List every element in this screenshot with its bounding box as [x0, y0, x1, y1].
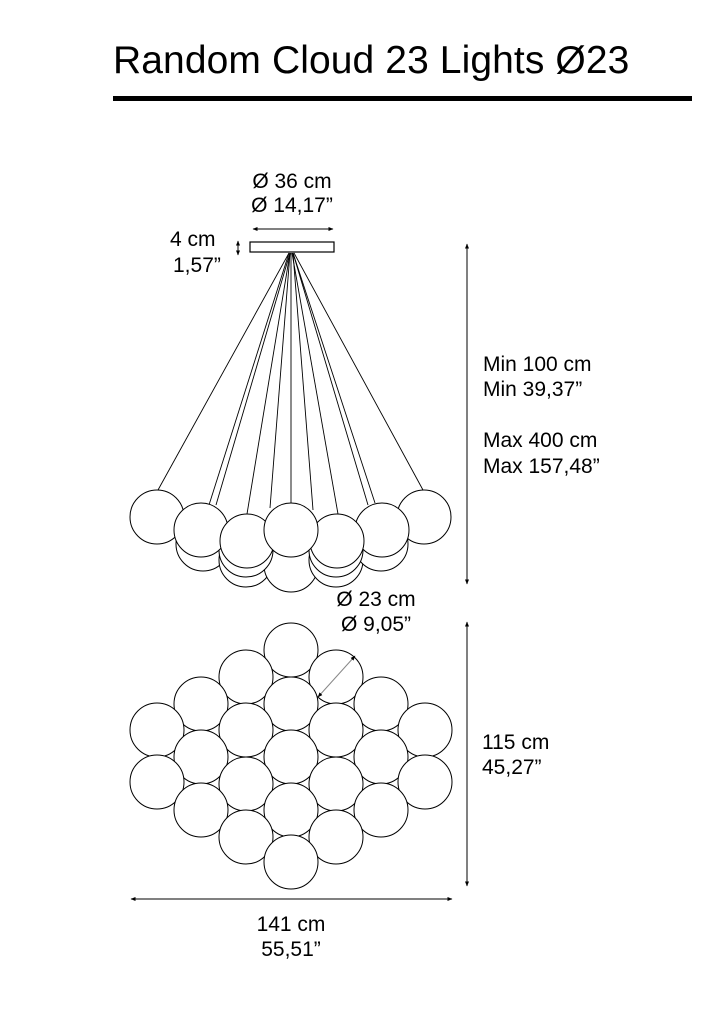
top-view-sphere	[263, 834, 319, 890]
sphere-diameter-in-label: Ø 9,05”	[340, 613, 412, 636]
canopy-height-in-label: 1,57”	[173, 254, 221, 277]
suspension-cables	[157, 252, 424, 515]
cluster-width-in-label: 55,51”	[261, 938, 321, 961]
title-underline	[113, 96, 692, 101]
cluster-depth-cm-label: 115 cm	[482, 731, 550, 754]
canopy-diameter-cm-label: Ø 36 cm	[252, 170, 332, 193]
suspension-cable	[291, 252, 339, 515]
top-view-sphere	[173, 782, 229, 838]
cluster-width-cm-label: 141 cm	[256, 913, 326, 936]
drop-min-in-label: Min 39,37”	[483, 378, 583, 401]
suspension-cable	[215, 252, 291, 506]
top-view-spheres	[129, 622, 453, 890]
top-view-sphere	[129, 754, 185, 810]
suspension-cable	[293, 252, 424, 491]
page-title: Random Cloud 23 Lights Ø23	[113, 39, 630, 82]
suspension-cable	[292, 252, 314, 511]
side-view-sphere	[309, 513, 365, 569]
drop-min-cm-label: Min 100 cm	[483, 353, 592, 376]
suspension-cable	[208, 252, 290, 506]
suspension-cable	[157, 252, 290, 491]
canopy-height-cm-label: 4 cm	[170, 228, 216, 251]
drop-max-cm-label: Max 400 cm	[483, 429, 598, 452]
sphere-diameter-cm-label: Ø 23 cm	[336, 588, 416, 611]
top-view-sphere	[308, 809, 364, 865]
top-view-sphere	[397, 754, 453, 810]
suspension-cable	[269, 252, 291, 509]
side-view-spheres-front	[129, 489, 452, 569]
suspension-cable	[292, 252, 369, 506]
side-view-sphere	[263, 502, 319, 558]
sphere-diameter-leader	[317, 655, 356, 698]
drop-max-in-label: Max 157,48”	[483, 455, 600, 478]
suspension-cable	[246, 252, 291, 515]
canopy	[249, 241, 335, 253]
top-view-sphere	[218, 809, 274, 865]
cluster-depth-in-label: 45,27”	[482, 756, 542, 779]
side-view-sphere	[173, 502, 229, 558]
suspension-cable	[292, 252, 376, 504]
top-view-sphere	[353, 782, 409, 838]
canopy-diameter-in-label: Ø 14,17”	[251, 194, 333, 217]
